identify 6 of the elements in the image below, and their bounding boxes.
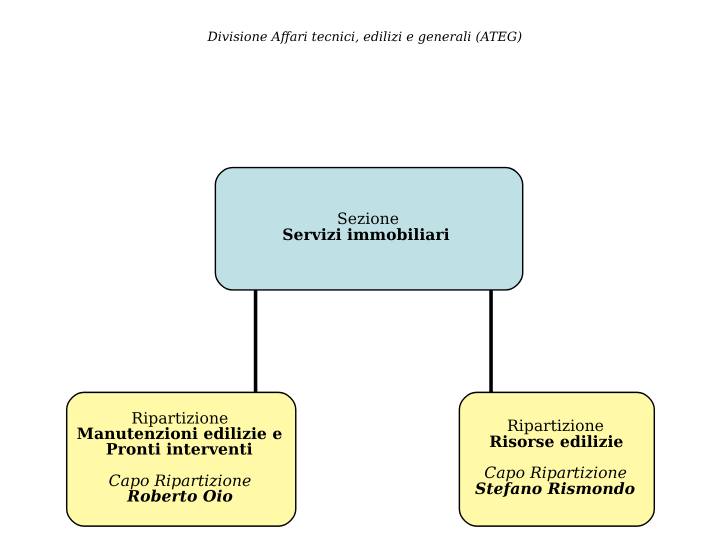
node-box: Sezione Servizi immobiliari [214, 166, 523, 291]
label: Divisione Affari tecnici, edilizi e generali (ATEG) [207, 30, 522, 46]
connector [253, 290, 257, 392]
node-box: Ripartizione Risorse edilizie Capo Ripartizione Stefano Rismondo [458, 392, 655, 527]
node-box: Ripartizione Manutenzioni edilizie e Pronti interventi Capo Ripartizione Roberto Oio [65, 392, 296, 527]
connector [488, 290, 492, 392]
